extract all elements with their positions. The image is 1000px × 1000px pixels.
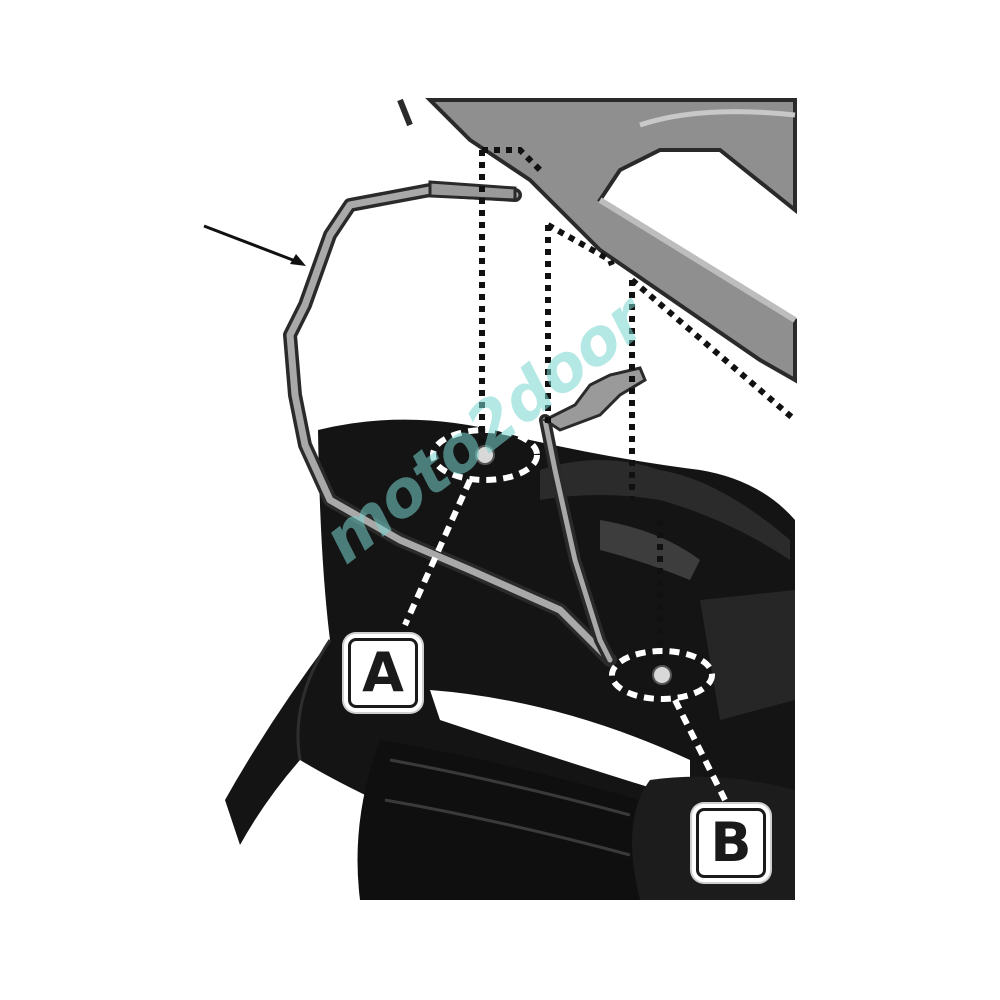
label-a: A — [348, 638, 418, 708]
side-bracket-frame — [283, 180, 647, 667]
rear-subframe — [397, 98, 797, 384]
mount-point-b — [609, 648, 728, 802]
mount-point-a — [402, 427, 540, 627]
alignment-dotted-lines — [479, 147, 797, 665]
label-b: B — [696, 808, 766, 878]
pointer-arrow — [203, 224, 306, 266]
